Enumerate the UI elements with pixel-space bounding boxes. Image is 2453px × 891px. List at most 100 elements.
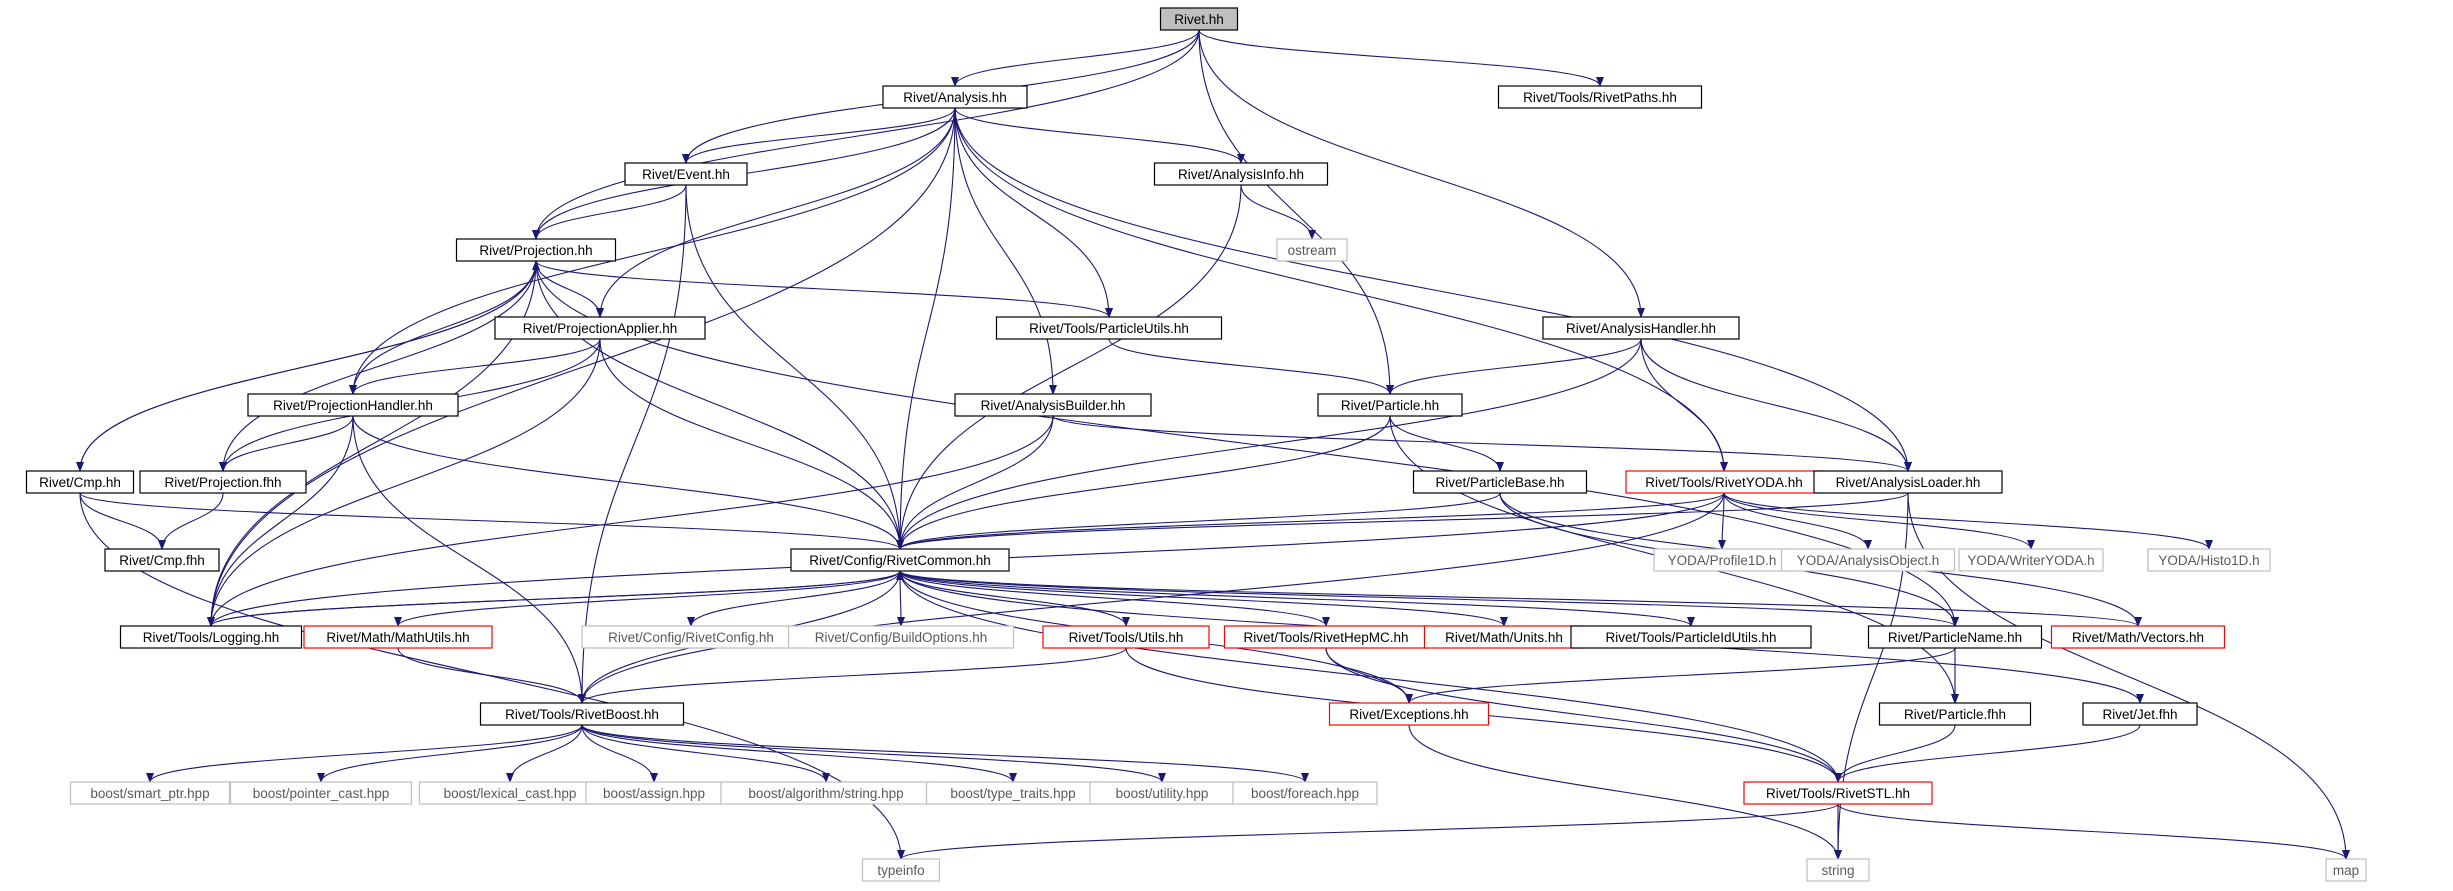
node-label: Rivet/Config/BuildOptions.hh xyxy=(815,630,988,645)
node-label: Rivet/Config/RivetCommon.hh xyxy=(809,553,991,568)
node-label: Rivet/Tools/RivetBoost.hh xyxy=(505,707,659,722)
edge-particlebase-to-rivetcommon xyxy=(896,492,1501,550)
node-particlefhh[interactable]: Rivet/Particle.fhh xyxy=(1878,702,2032,726)
node-label: YODA/AnalysisObject.h xyxy=(1797,553,1940,568)
node-label: Rivet/ParticleName.hh xyxy=(1888,630,2022,645)
edge-analysis-to-logging xyxy=(207,107,956,627)
node-box xyxy=(139,470,307,494)
node-label: Rivet/Cmp.fhh xyxy=(119,553,205,568)
edge-rivetyoda-to-rivetcommon xyxy=(896,492,1725,550)
edge-analysisloader-to-map xyxy=(1907,492,2350,860)
edge-projfhh-to-cmpfhh xyxy=(158,492,224,550)
node-box xyxy=(1317,393,1463,417)
edge-rivetcommon-to-mathutils xyxy=(394,570,901,627)
node-label: Rivet/Tools/ParticleUtils.hh xyxy=(1029,321,1189,336)
node-label: Rivet/Tools/Utils.hh xyxy=(1069,630,1184,645)
node-box xyxy=(2050,625,2226,649)
node-box xyxy=(1780,548,1956,572)
node-analysis[interactable]: Rivet/Analysis.hh xyxy=(882,85,1028,109)
node-box xyxy=(1813,470,2003,494)
node-box xyxy=(882,85,1028,109)
node-rivetcommon[interactable]: Rivet/Config/RivetCommon.hh xyxy=(790,548,1010,572)
node-label: boost/foreach.hpp xyxy=(1251,786,1359,801)
node-rivet_hh[interactable]: Rivet.hh xyxy=(1159,7,1239,31)
node-particleidutils[interactable]: Rivet/Tools/ParticleIdUtils.hh xyxy=(1570,625,1812,649)
edge-rivetboost-to-lexicalcast xyxy=(506,724,583,783)
node-analysisinfo[interactable]: Rivet/AnalysisInfo.hh xyxy=(1153,162,1329,186)
edge-analysisbuilder-to-logging xyxy=(207,415,1054,627)
node-logging[interactable]: Rivet/Tools/Logging.hh xyxy=(119,625,303,649)
node-label: Rivet/Jet.fhh xyxy=(2102,707,2177,722)
node-cmp[interactable]: Rivet/Cmp.hh xyxy=(25,470,135,494)
edge-rivetstl-to-typeinfo xyxy=(897,803,1839,860)
edge-particlefhh-to-rivetstl xyxy=(1834,724,1956,783)
node-rivetboost[interactable]: Rivet/Tools/RivetBoost.hh xyxy=(479,702,685,726)
node-foreach: boost/foreach.hpp xyxy=(1232,781,1378,805)
node-mathutils[interactable]: Rivet/Math/MathUtils.hh xyxy=(303,625,493,649)
edge-analysishandler-to-particle xyxy=(1386,338,1642,395)
node-analysishandler[interactable]: Rivet/AnalysisHandler.hh xyxy=(1542,316,1740,340)
node-box xyxy=(787,625,1015,649)
node-particleutils[interactable]: Rivet/Tools/ParticleUtils.hh xyxy=(995,316,1223,340)
node-utility: boost/utility.hpp xyxy=(1089,781,1235,805)
edge-analysisinfo-to-ostream xyxy=(1240,184,1316,240)
edge-rivetcommon-to-particleidutils xyxy=(899,570,1695,627)
node-box xyxy=(2325,858,2367,882)
node-box xyxy=(1159,7,1239,31)
node-label: Rivet/ParticleBase.hh xyxy=(1435,475,1564,490)
node-rivetpaths[interactable]: Rivet/Tools/RivetPaths.hh xyxy=(1497,85,1703,109)
edge-analysishandler-to-rivetcommon xyxy=(896,338,1642,550)
node-units[interactable]: Rivet/Math/Units.hh xyxy=(1423,625,1585,649)
node-utils[interactable]: Rivet/Tools/Utils.hh xyxy=(1042,625,1210,649)
node-label: Rivet/Event.hh xyxy=(642,167,730,182)
edge-projhandler-to-rivetcommon xyxy=(352,415,904,550)
edge-analysis-to-particleutils xyxy=(954,107,1113,318)
node-rivetyoda[interactable]: Rivet/Tools/RivetYODA.hh xyxy=(1625,470,1823,494)
edge-analysisinfo-to-rivetcommon xyxy=(896,184,1242,550)
edge-rivet_hh-to-projection xyxy=(532,29,1200,240)
edge-particleutils-to-particle xyxy=(1108,338,1394,395)
node-projhandler[interactable]: Rivet/ProjectionHandler.hh xyxy=(247,393,459,417)
node-label: Rivet/Projection.hh xyxy=(479,243,592,258)
node-box xyxy=(494,316,706,340)
edge-utils-to-rivetboost xyxy=(578,647,1127,704)
node-buildoptions: Rivet/Config/BuildOptions.hh xyxy=(787,625,1015,649)
node-box xyxy=(247,393,459,417)
edge-particle-to-particlebase xyxy=(1389,415,1504,472)
node-label: Rivet/AnalysisHandler.hh xyxy=(1566,321,1716,336)
node-pointercast: boost/pointer_cast.hpp xyxy=(229,781,413,805)
node-rivetstl[interactable]: Rivet/Tools/RivetSTL.hh xyxy=(1743,781,1933,805)
node-label: YODA/Histo1D.h xyxy=(2158,553,2259,568)
node-label: string xyxy=(1821,863,1854,878)
edge-rivetcommon-to-particlename xyxy=(899,570,1959,627)
node-jetfhh[interactable]: Rivet/Jet.fhh xyxy=(2082,702,2198,726)
node-label: boost/pointer_cast.hpp xyxy=(253,786,390,801)
node-projapplier[interactable]: Rivet/ProjectionApplier.hh xyxy=(494,316,706,340)
edge-analysis-to-event xyxy=(682,107,956,164)
node-rivethepmc[interactable]: Rivet/Tools/RivetHepMC.hh xyxy=(1223,625,1429,649)
node-label: ostream xyxy=(1288,243,1337,258)
node-label: Rivet/Projection.fhh xyxy=(164,475,281,490)
node-exceptions[interactable]: Rivet/Exceptions.hh xyxy=(1328,702,1490,726)
edge-rivetboost-to-smartptr xyxy=(146,724,583,783)
node-box xyxy=(1232,781,1378,805)
node-vectors[interactable]: Rivet/Math/Vectors.hh xyxy=(2050,625,2226,649)
node-ostream: ostream xyxy=(1276,238,1348,262)
edge-event-to-projection xyxy=(532,184,687,240)
node-label: Rivet/Math/Units.hh xyxy=(1445,630,1563,645)
node-projection[interactable]: Rivet/Projection.hh xyxy=(455,238,617,262)
edge-rivetboost-to-typetraits xyxy=(581,724,1017,783)
edge-exceptions-to-string xyxy=(1408,724,1842,860)
node-particle[interactable]: Rivet/Particle.hh xyxy=(1317,393,1463,417)
node-label: Rivet.hh xyxy=(1174,12,1224,27)
node-projfhh[interactable]: Rivet/Projection.fhh xyxy=(139,470,307,494)
node-label: boost/type_traits.hpp xyxy=(950,786,1075,801)
node-analysisbuilder[interactable]: Rivet/AnalysisBuilder.hh xyxy=(954,393,1152,417)
node-particlebase[interactable]: Rivet/ParticleBase.hh xyxy=(1412,470,1588,494)
node-label: boost/utility.hpp xyxy=(1116,786,1209,801)
node-event[interactable]: Rivet/Event.hh xyxy=(624,162,748,186)
node-analysisloader[interactable]: Rivet/AnalysisLoader.hh xyxy=(1813,470,2003,494)
node-cmpfhh[interactable]: Rivet/Cmp.fhh xyxy=(104,548,220,572)
node-particlename[interactable]: Rivet/ParticleName.hh xyxy=(1867,625,2043,649)
